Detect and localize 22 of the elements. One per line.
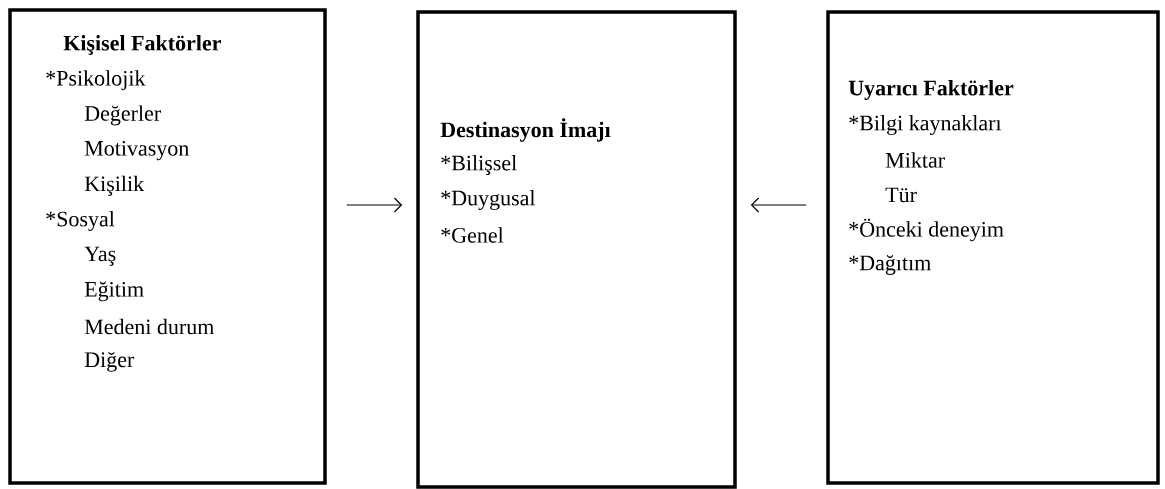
list-item: Diğer	[84, 351, 135, 372]
list-item: *Önceki deneyim	[849, 218, 1004, 242]
list-item: *Dağıtım	[849, 255, 931, 275]
list-item: *Genel	[441, 227, 504, 243]
box-heading: Kişisel Faktörler	[63, 35, 221, 55]
list-item: *Psikolojik	[46, 70, 146, 91]
box-heading: Uyarıcı Faktörler	[848, 80, 1014, 100]
list-item: *Sosyal	[46, 211, 115, 231]
list-item: Motivasyon	[84, 140, 189, 161]
arrow	[346, 197, 403, 213]
list-item: *Duygusal	[441, 190, 536, 210]
list-item: Tür	[885, 187, 917, 203]
list-item: Eğitim	[84, 281, 144, 302]
list-item: Medeni durum	[84, 318, 214, 335]
list-item: Kişilik	[84, 175, 145, 196]
arrow	[750, 197, 807, 213]
list-item: *Bilgi kaynakları	[849, 115, 1002, 135]
list-item: *Bilişsel	[441, 155, 517, 175]
list-item: Yaş	[84, 246, 116, 266]
box-heading: Destinasyon İmajı	[440, 118, 611, 142]
list-item: Değerler	[84, 105, 161, 126]
list-item: Miktar	[885, 152, 945, 168]
